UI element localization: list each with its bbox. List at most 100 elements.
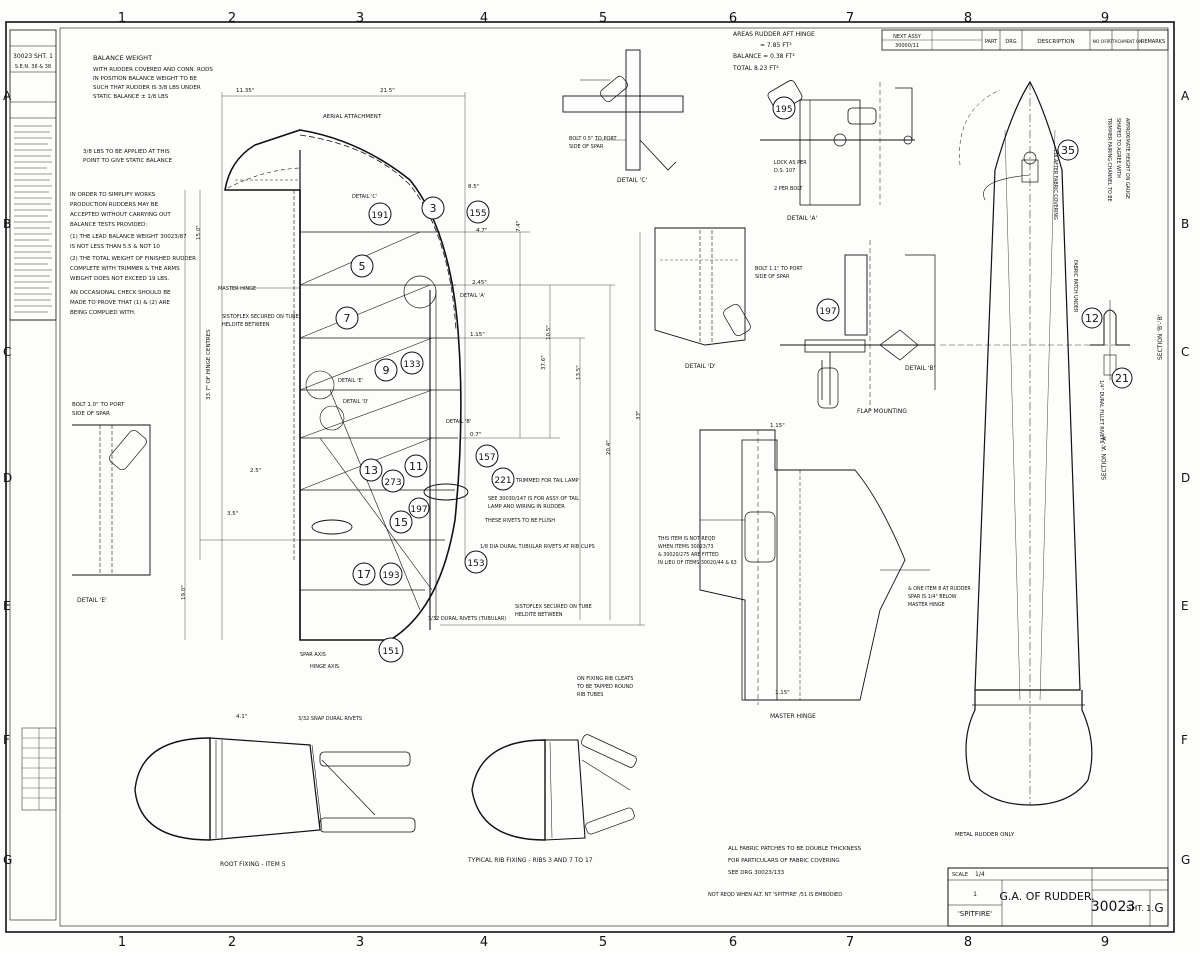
simplify-line-6: (2) THE TOTAL WEIGHT OF FINISHED RUDDER <box>70 256 196 262</box>
bolt-c-2: SIDE OF SPAR <box>569 144 604 150</box>
balloon-circle-133 <box>400 351 424 375</box>
bolt-b2-2: SIDE OF SPAR <box>755 274 790 280</box>
dimension-15: 1.15" <box>770 423 785 429</box>
items-rudder-2: SPAR IS 1/4" BELOW <box>908 594 957 600</box>
rev-header-remarks: REMARKS <box>1141 39 1165 45</box>
items-rudder-1: & ONE ITEM 8 AT RUDDER <box>908 586 971 592</box>
dimension-5: 1.15" <box>470 332 485 338</box>
simplify-line-8: WEIGHT DOES NOT EXCEED 19 LBS. <box>70 276 169 282</box>
trimmer-note-1: TRIMMER FAIRING CHANNEL TO BE <box>1106 117 1112 202</box>
grid-col-top-9: 9 <box>1101 11 1109 26</box>
balloon-195: 195 <box>775 105 792 115</box>
dimension-8: 3.5" <box>227 511 238 517</box>
detail-a-label: DETAIL 'A' <box>787 215 817 222</box>
balloon-191: 191 <box>371 211 388 221</box>
grid-row-left-B: B <box>3 217 11 231</box>
simplify-line-9: AN OCCASIONAL CHECK SHOULD BE <box>70 290 171 296</box>
section-bb-rotated: SECTION 'B'-'B' <box>1157 314 1164 360</box>
spar-axis-label: SPAR AXIS <box>300 652 326 658</box>
balloon-153: 153 <box>467 559 484 569</box>
trimmer-note-3: APPROXIMATE HEIGHT ON GAUGE <box>1124 118 1130 199</box>
rev-header-no-off: NO OFF <box>1092 39 1109 45</box>
balloon-12: 12 <box>1085 312 1099 325</box>
lbs-applied-1: 3/8 LBS TO BE APPLIED AT THIS <box>83 149 170 155</box>
on-fixing-1: ON FIXING RIB CLEATS <box>577 676 633 682</box>
dimension-4: 2.45" <box>472 280 487 286</box>
dimension-labels: 11.35"21.5"8.5"4.7"2.45"1.15"0.7"2.5"3.5… <box>181 88 790 720</box>
simplify-line-0: IN ORDER TO SIMPLIFY WORKS <box>70 192 156 198</box>
balloon-11: 11 <box>409 460 423 473</box>
root-fixing-label: ROOT FIXING - ITEM 5 <box>220 861 286 868</box>
balloon-9: 9 <box>383 364 390 377</box>
grid-col-top-4: 4 <box>480 11 488 26</box>
balloon-157: 157 <box>478 453 495 463</box>
balloon-circle-191 <box>368 202 392 226</box>
dimension-18: 33.7" OF HINGE CENTRES <box>206 329 212 400</box>
dural-tubular-note: 1/8 DIA DURAL TUBULAR RIVETS AT RIB CLIP… <box>480 544 595 550</box>
drawing-title: G.A. OF RUDDER. <box>999 890 1094 903</box>
balloon-273: 273 <box>384 478 401 488</box>
sitfoflex-2b: HELDITE BETWEEN <box>515 612 563 618</box>
drawing-number: 30023 <box>1091 899 1136 915</box>
grid-col-bottom-7: 7 <box>846 935 854 950</box>
rudder-plan-view <box>940 80 1115 806</box>
root-fixing-drawing <box>134 737 416 841</box>
balloon-circle-17 <box>352 562 376 586</box>
balloon-circle-273 <box>381 469 405 493</box>
grid-row-left-A: A <box>3 89 12 103</box>
grid-col-bottom-5: 5 <box>599 935 607 950</box>
detail-c-ref: DETAIL 'C' <box>352 194 377 200</box>
balloon-5: 5 <box>359 260 366 273</box>
inner-border <box>59 27 1169 927</box>
detail-a-drawing <box>760 80 915 206</box>
dimension-12: 20.4" <box>606 440 612 455</box>
dural-rivets-note: 3/32 DURAL RIVETS (TUBULAR) <box>428 616 506 622</box>
balloon-3: 3 <box>430 202 437 215</box>
grid-col-bottom-1: 1 <box>118 935 126 950</box>
grid-row-right-F: F <box>1181 733 1188 747</box>
bolt-b2-1: BOLT 1.1" TO PORT <box>755 266 803 272</box>
balloon-155: 155 <box>469 209 486 219</box>
simplify-line-1: PRODUCTION RUDDERS MAY BE <box>70 202 159 208</box>
on-fixing-2: TO BE TAPPED ROUND <box>576 684 633 690</box>
grid-col-top-1: 1 <box>118 11 126 26</box>
balloon-195b: 197 <box>819 307 836 317</box>
dimension-2: 8.5" <box>468 184 479 190</box>
dimension-7: 2.5" <box>250 468 261 474</box>
balloon-133: 133 <box>403 360 420 370</box>
balloon-circle-157 <box>475 444 499 468</box>
balloon-circle-21 <box>1111 367 1133 389</box>
balloon-35: 35 <box>1061 144 1075 157</box>
balloon-circle-9 <box>374 358 398 382</box>
balloon-circle-153 <box>464 550 488 574</box>
dimension-11: 13.5" <box>576 365 582 380</box>
lbs-applied-2: POINT TO GIVE STATIC BALANCE <box>83 158 173 164</box>
detail-d-ref: DETAIL 'D' <box>343 399 369 405</box>
balance-line-4: STATIC BALANCE ± 1/8 LBS <box>93 94 169 100</box>
strip-sen: S.E.N. 36 & 38 <box>15 64 51 70</box>
detail-e-label: DETAIL 'E' <box>77 597 107 604</box>
next-assy-label: NEXT ASSY <box>893 34 922 40</box>
simplify-line-7: COMPLETE WITH TRIMMER & THE ARMS <box>70 266 180 272</box>
typical-rib-fixing-drawing <box>471 734 637 841</box>
balloon-circle-151 <box>378 637 404 663</box>
flap-mounting-label: FLAP MOUNTING <box>857 408 907 415</box>
grid-col-bottom-2: 2 <box>228 935 236 950</box>
balance-line-2: IN POSITION BALANCE WEIGHT TO BE <box>93 76 197 82</box>
fix-after-note: FIX AFTER FABRIC COVERING <box>1052 150 1058 220</box>
dimension-19: 15.0" <box>196 225 202 240</box>
scale-label: SCALE <box>952 872 968 878</box>
snap-rivets-note: 3/32 SNAP DURAL RIVETS <box>298 716 362 722</box>
grid-col-bottom-4: 4 <box>480 935 488 950</box>
grid-col-bottom-3: 3 <box>356 935 364 950</box>
areas-line-3: TOTAL 8.23 FT² <box>732 65 779 72</box>
tail-lamp-note-1: SEE 30030/147 IS FOR ASSY OF TAIL <box>488 496 579 502</box>
bolt-port-2: SIDE OF SPAR <box>72 411 110 417</box>
lock-note-1b: D.S. 107 <box>774 168 795 174</box>
grid-col-top-6: 6 <box>729 11 737 26</box>
simplify-line-10: MADE TO PROVE THAT (1) & (2) ARE <box>70 300 170 306</box>
balloon-197: 197 <box>410 505 427 515</box>
